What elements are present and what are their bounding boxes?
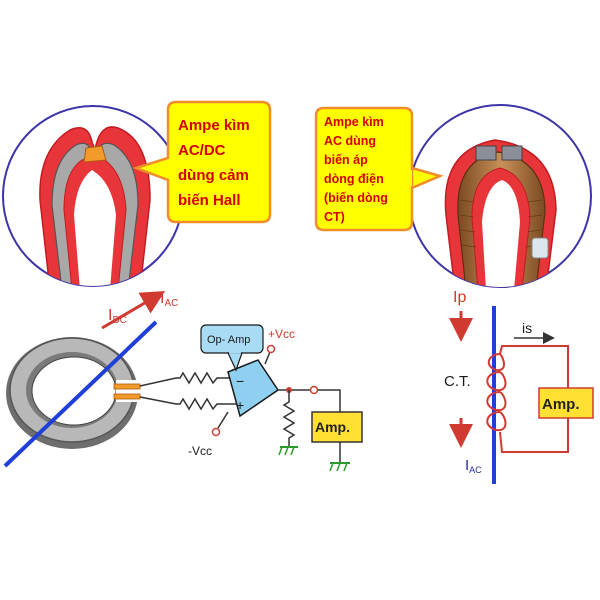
resistor-1 (176, 371, 238, 385)
callout-ct-line-5: (biến dòng (324, 191, 388, 205)
callout-hall: Ampe kìm AC/DC dùng cảm biến Hall (132, 100, 272, 224)
secondary-wire-bottom (499, 418, 569, 453)
label-ip: Ip (453, 289, 466, 306)
opamp-label: Op- Amp (207, 334, 250, 346)
amp-label-right: Amp. (542, 396, 580, 413)
secondary-wire-top (499, 345, 569, 388)
conductor-wire (3, 320, 158, 468)
load-resistor (282, 390, 296, 446)
callout-hall-line-3: dùng cảm (178, 167, 249, 184)
opamp-minus: − (236, 373, 244, 389)
clamp-hall-icon (39, 126, 151, 286)
callout-ct: Ampe kìm AC dùng biến áp dòng điện (biến… (314, 106, 444, 232)
vcc-negative: -Vcc (188, 444, 212, 458)
ct-circuit: Ip IAC C.T. is Amp. (444, 289, 594, 484)
callout-ct-line-6: CT) (324, 210, 345, 224)
clamp-ct-icon (444, 139, 557, 287)
hall-clamp-zoom (2, 105, 184, 287)
callout-ct-line-4: dòng điện (324, 172, 384, 186)
ground-icon (329, 462, 350, 472)
label-idc: IDC (108, 307, 127, 326)
hall-circuit: IDC IAC − + Op- Amp +Vcc -Vcc (3, 290, 363, 472)
callout-ct-line-1: Ampe kìm (324, 115, 384, 129)
amp-meter-box-right (538, 387, 594, 419)
ground-icon (278, 446, 298, 456)
label-iac-right: IAC (465, 457, 482, 475)
amp-meter-box (311, 411, 363, 443)
opamp-plus: + (236, 397, 244, 413)
ct-clamp-zoom (408, 104, 592, 288)
label-iac: IAC (160, 290, 178, 309)
current-arrow (101, 290, 166, 330)
toroid-core-icon (6, 337, 141, 449)
callout-hall-line-1: Ampe kìm (178, 117, 250, 134)
label-is: is (522, 320, 532, 336)
resistor-2 (176, 397, 238, 411)
callout-hall-line-4: biến Hall (178, 192, 241, 209)
ct-label: C.T. (444, 373, 471, 390)
callout-ct-line-2: AC dùng (324, 134, 376, 148)
vcc-positive: +Vcc (268, 327, 295, 341)
callout-ct-line-3: biến áp (324, 153, 368, 167)
coil-icon (486, 353, 507, 432)
callout-hall-line-2: AC/DC (178, 142, 226, 159)
amp-label-left: Amp. (315, 419, 350, 435)
